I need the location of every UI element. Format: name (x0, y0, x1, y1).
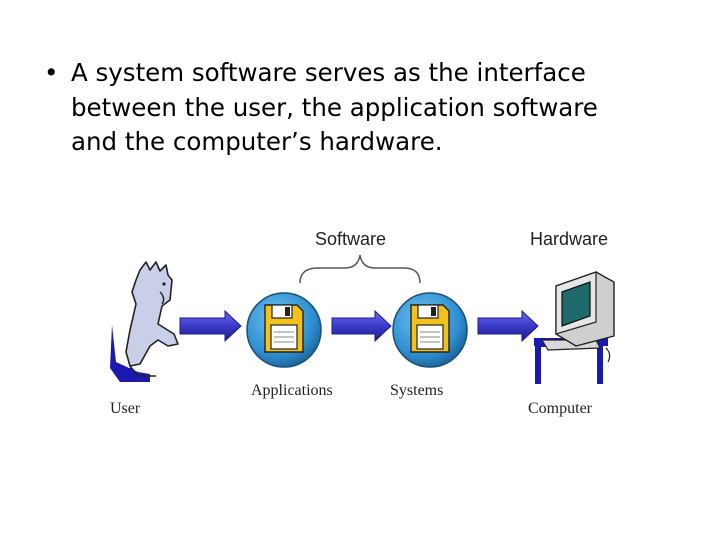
bullet-marker: • (44, 58, 59, 87)
bullet-line-3: and the computer’s hardware. (71, 127, 443, 156)
arrow-right-icon (179, 309, 242, 343)
arrow-right-icon (477, 309, 539, 343)
floppy-disk-icon (392, 292, 468, 368)
hardware-label: Hardware (530, 229, 609, 249)
computer-icon (534, 271, 615, 384)
floppy-disk-icon (246, 292, 322, 368)
bullet-line-1: A system software serves as the interfac… (71, 58, 586, 87)
systems-label: Systems (390, 382, 444, 399)
software-label: Software (315, 229, 387, 249)
brace-icon (299, 254, 421, 284)
bullet-line-2: between the user, the application softwa… (71, 92, 598, 122)
arrow-right-icon (331, 309, 392, 343)
user-figure-icon (110, 261, 179, 382)
user-label: User (110, 400, 141, 417)
bullet-text: A system software serves as the interfac… (71, 56, 681, 160)
computer-label: Computer (528, 400, 592, 417)
applications-label: Applications (251, 382, 333, 399)
